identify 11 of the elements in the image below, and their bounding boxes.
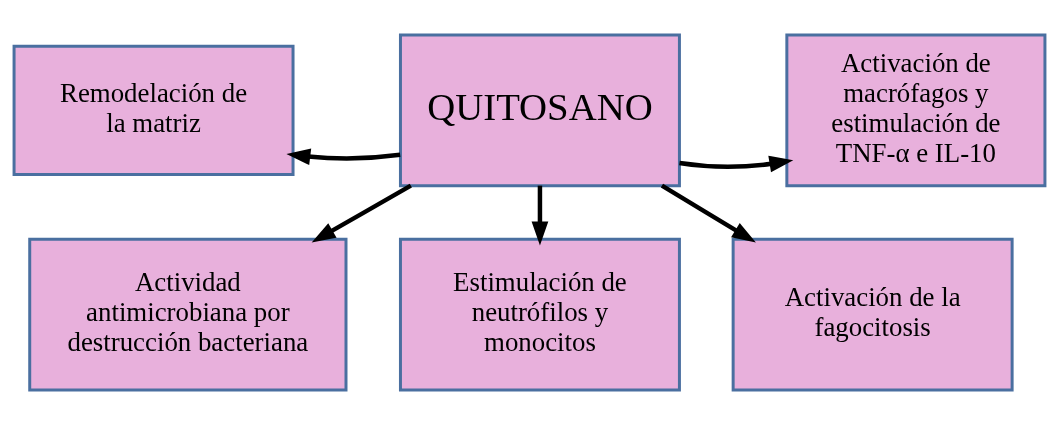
arrow (660, 183, 756, 243)
node-box: Actividad antimicrobiana por destrucción bacteriana (28, 237, 348, 392)
arrow (531, 185, 549, 246)
node-box: Remodelación de la matriz (12, 44, 295, 176)
node-box: Estimulación de neutrófilos y monocitos (398, 237, 681, 392)
node-box: Activación de macrófagos y estimulación de TNF-α e IL-10 (785, 33, 1047, 188)
arrow (286, 148, 401, 166)
arrow (679, 155, 794, 173)
node-box: QUITOSANO (398, 33, 681, 188)
arrow (311, 183, 412, 243)
node-box: Activación de la fagocitosis (731, 237, 1014, 392)
